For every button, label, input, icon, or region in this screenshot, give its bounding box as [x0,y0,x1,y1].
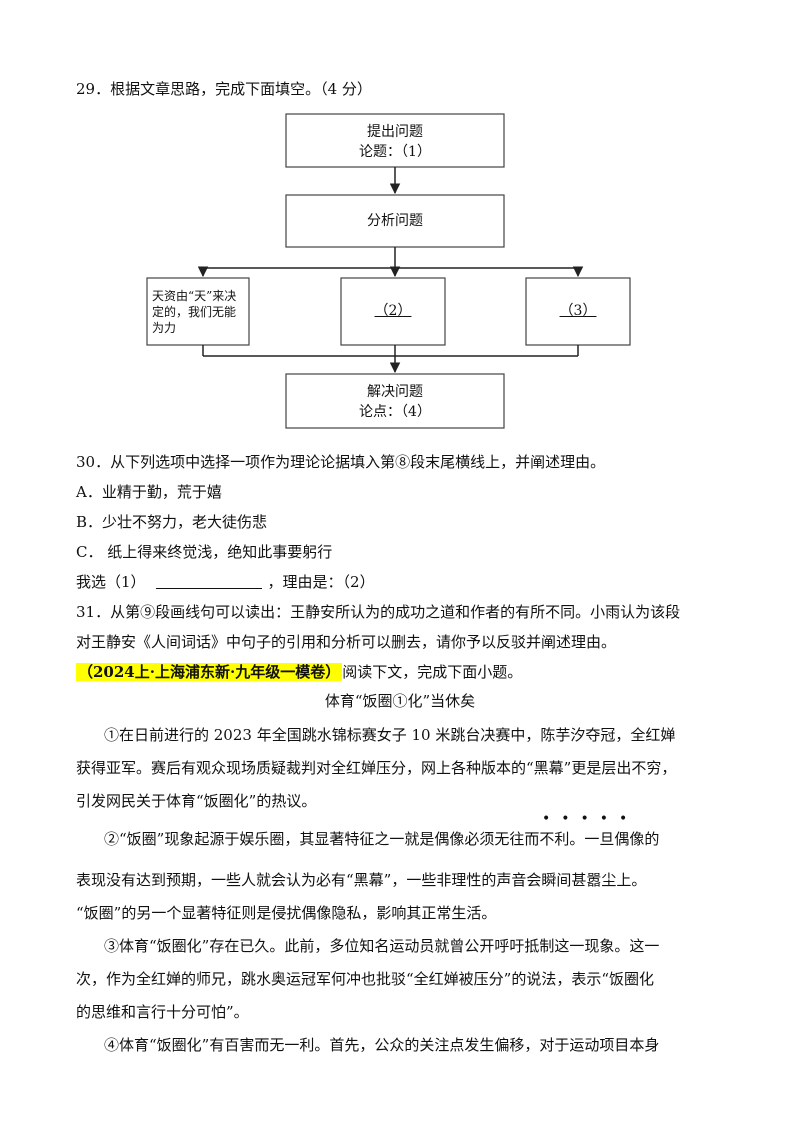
p3-line3: 的思维和言行十分可怕”。 [76,1003,249,1021]
left-box-text: 天资由“天”来决定的，我们无能为力 [152,289,237,335]
source-text: 阅读下文，完成下面小题。 [342,663,523,681]
p1-line3: 引发网民关于体育“饭圈化”的热议。 [76,792,317,810]
option-a: A．业精于勤，荒于嬉 [76,483,222,501]
answer-line: 我选（1） ，理由是：（2） [76,571,375,593]
middle-box-text: （2） [374,303,412,319]
emphasis-dots: ••••• [542,811,639,827]
question-31-line1: 31．从第⑨段画线句可以读出：王静安所认为的成功之道和作者的有所不同。小雨认为该… [76,603,681,621]
answer-suffix: ，理由是：（2） [267,573,375,591]
article-title: 体育“饭圈①化”当休矣 [324,692,476,710]
question-31-line2: 对王静安《人间词话》中句子的引用和分析可以删去，请你予以反驳并阐述理由。 [76,633,617,651]
p2-line2: 表现没有达到预期，一些人就会认为必有“黑幕”，一些非理性的声音会瞬间甚嚣尘上。 [76,871,647,889]
box1-sub: 论题：（1） [359,144,431,160]
p2-line1: ②“饭圈”现象起源于娱乐圈，其显著特征之一就是偶像必须无往而不利。一旦偶像的 [104,830,660,848]
option-c: C． 纸上得来终觉浅，绝知此事要躬行 [76,543,333,561]
box1-title: 提出问题 [367,124,423,140]
right-box-text: （3） [559,303,597,319]
box4-sub: 论点：（4） [359,404,431,420]
option-b: B．少壮不努力，老大徒伤悲 [76,513,268,531]
question-30: 30．从下列选项中选择一项作为理论论据填入第⑧段末尾横线上，并阐述理由。 [76,453,606,471]
p1-line1: ①在日前进行的 2023 年全国跳水锦标赛女子 10 米跳台决赛中，陈芋汐夺冠，… [104,726,676,744]
p1-line2: 获得亚军。赛后有观众现场质疑裁判对全红婵压分，网上各种版本的“黑幕”更是层出不穷… [76,759,677,777]
box2-title: 分析问题 [367,213,423,229]
p2-line3: “饭圈”的另一个显著特征则是侵扰偶像隐私，影响其正常生活。 [76,904,497,922]
p3-line1: ③体育“饭圈化”存在已久。此前，多位知名运动员就曾公开呼吁抵制这一现象。这一 [104,937,660,955]
box4-title: 解决问题 [367,384,423,400]
p3-line2: 次，作为全红婵的师兄，跳水奥运冠军何冲也批驳“全红婵被压分”的说法，表示“饭圈化 [76,970,655,988]
question-29: 29．根据文章思路，完成下面填空。（4 分） [76,80,372,98]
answer-blank[interactable] [155,572,262,589]
answer-prefix: 我选（1） [76,573,146,591]
source-tag: （2024上·上海浦东新·九年级一模卷） [76,663,343,681]
source-line: （2024上·上海浦东新·九年级一模卷）阅读下文，完成下面小题。 [76,661,522,683]
p4-line1: ④体育“饭圈化”有百害而无一利。首先，公众的关注点发生偏移，对于运动项目本身 [104,1036,660,1054]
